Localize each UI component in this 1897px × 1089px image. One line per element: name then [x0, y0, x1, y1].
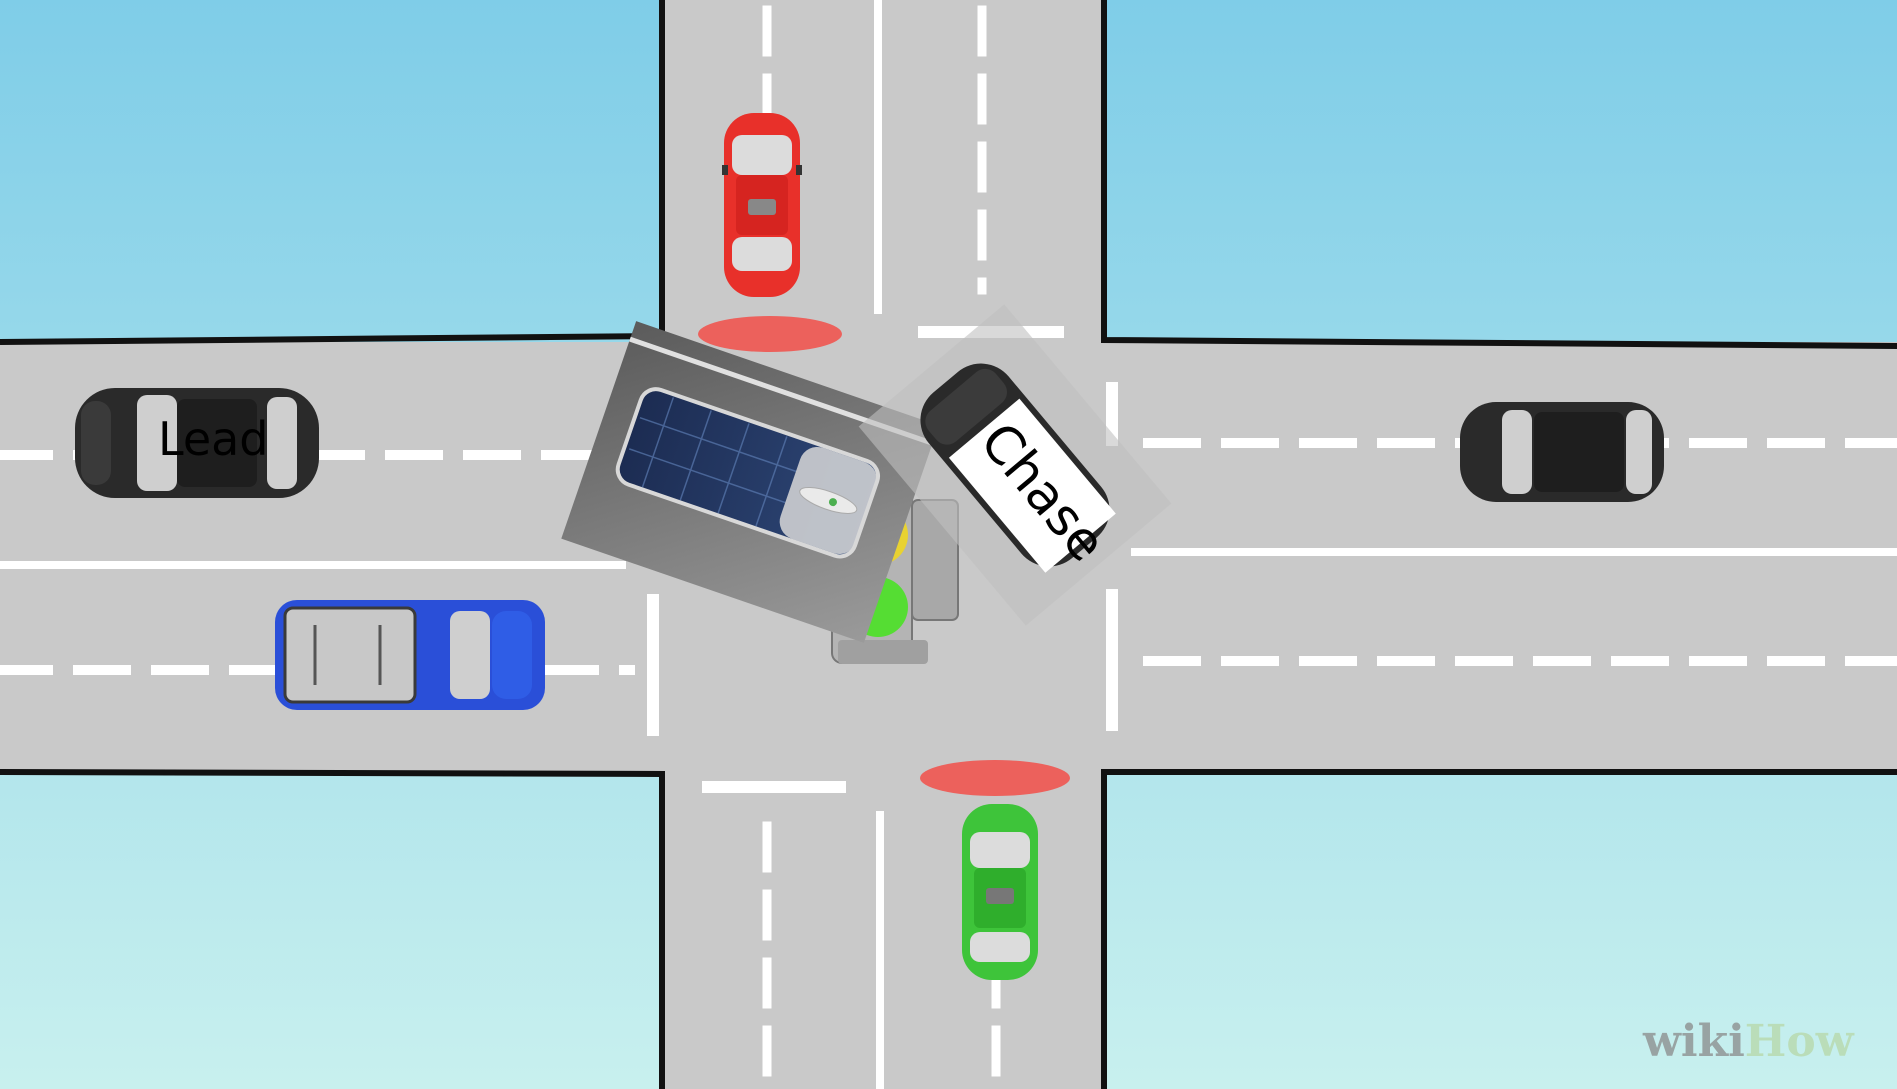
- stop-marker-top: [698, 316, 842, 352]
- lead-label: Lead: [158, 412, 269, 466]
- red-car: [722, 113, 802, 297]
- green-car: [962, 804, 1038, 980]
- blue-truck: [275, 600, 545, 710]
- svg-text:wikiHow: wikiHow: [1642, 1016, 1855, 1067]
- stop-marker-bottom: [920, 760, 1070, 796]
- dark-car-right: [1460, 402, 1664, 502]
- watermark-how: How: [1745, 1016, 1855, 1067]
- wikihow-watermark: wikiHow: [1642, 1016, 1855, 1067]
- watermark-wiki: wiki: [1642, 1016, 1745, 1067]
